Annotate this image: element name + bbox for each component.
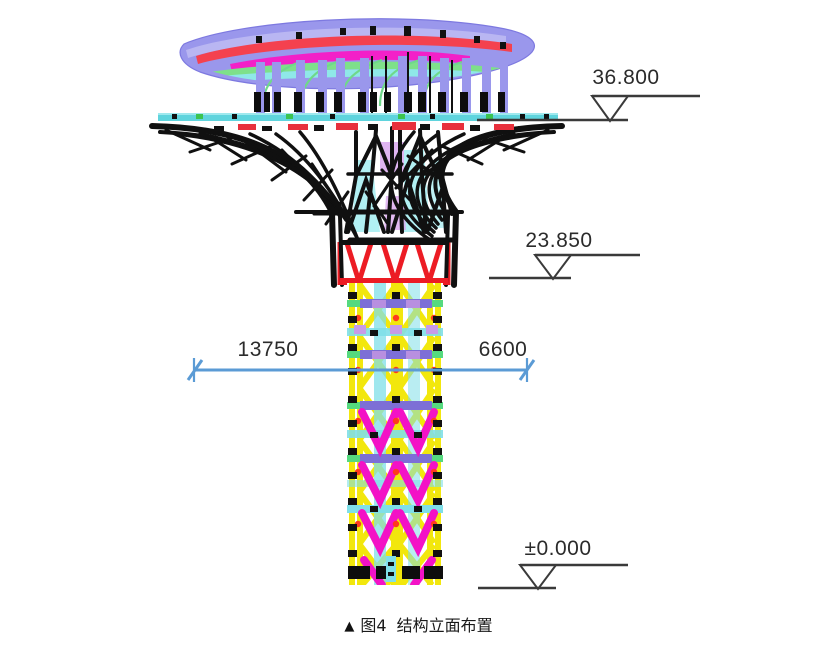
canopy-columns [256,56,508,114]
caption-number: 图4 [360,616,387,635]
canopy-column-bases [254,92,505,112]
canopy-band-green [210,61,500,78]
core-magenta-braces [358,408,438,585]
core-base-stub-marks [388,562,394,576]
deck-slab-highlight [158,113,558,115]
elevation-marker-36800: 36.800 [477,66,700,123]
deck-green-markers [196,114,493,119]
canopy-band-light [186,27,506,58]
core-column-group [347,283,443,585]
level-triangle-23850 [533,254,573,281]
canopy-band-red [196,35,512,64]
level-triangle-0000 [518,564,558,591]
dimension-label-6600: 6600 [479,338,528,361]
canopy-nodes [256,26,506,49]
core-base-stub [386,556,396,582]
transition-band [340,240,448,285]
caption-triangle-icon: ▲ [344,619,355,634]
elevation-marker-0000: ±0.000 [478,537,628,591]
canopy-band-magenta [230,50,470,72]
deck-slab [158,113,558,121]
level-triangle-36800 [590,95,630,123]
caption-title: 结构立面布置 [396,616,493,635]
dimension-line-group: 13750 6600 [186,338,536,382]
funnel-top-accents [214,122,528,131]
level-label-36800: 36.800 [592,66,659,89]
deck-node-marks [172,114,549,119]
elevation-marker-23850: 23.850 [489,229,640,281]
roof-canopy-group [179,18,535,114]
flared-funnel-group [149,122,565,288]
core-base-footings [348,566,443,579]
dimension-label-13750: 13750 [238,338,299,361]
upper-deck-group [158,113,558,121]
core-purple-nodes [354,300,438,359]
figure-caption: ▲ 图4 结构立面布置 [0,612,837,636]
level-label-0000: ±0.000 [524,537,591,560]
level-label-23850: 23.850 [525,229,592,252]
